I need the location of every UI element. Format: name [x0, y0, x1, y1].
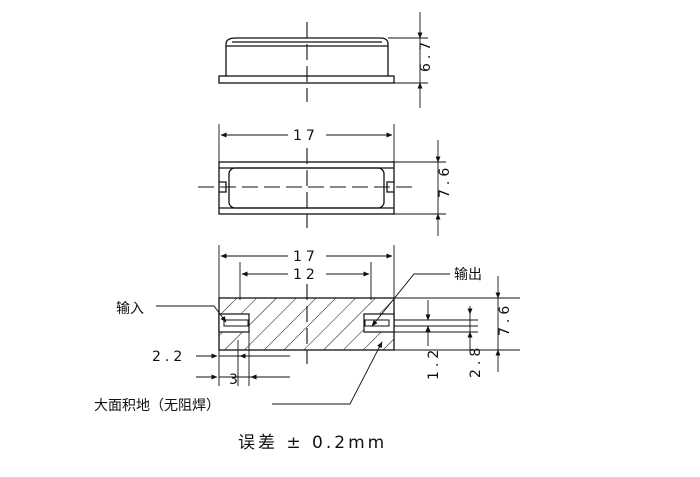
dim-3-label: 3 [229, 372, 242, 388]
height-7-6-label: 7.6 [437, 164, 453, 198]
input-label: 输入 [116, 301, 144, 317]
width-17-label: 17 [293, 128, 319, 144]
package-dome [225, 37, 389, 76]
bottom-footprint-view: 17 12 7.6 1.2 2.8 2.2 [94, 245, 520, 414]
inner-width-12-label: 12 [293, 267, 319, 283]
bottom-width-17-label: 17 [293, 249, 319, 265]
height-6-7-label: 6.7 [418, 38, 434, 72]
ground-label: 大面积地（无阻焊） [94, 398, 220, 414]
dim-1-2-label: 1.2 [426, 346, 442, 380]
output-label: 输出 [454, 267, 482, 283]
bottom-height-7-6-label: 7.6 [497, 302, 513, 336]
dim-2-8-label: 2.8 [468, 344, 484, 378]
dim-2-2-label: 2.2 [152, 349, 186, 365]
tolerance-caption: 误差 ± 0.2mm [238, 433, 387, 453]
top-outline-view: 17 7.6 [198, 124, 453, 236]
side-profile-view: 6.7 [218, 12, 434, 108]
